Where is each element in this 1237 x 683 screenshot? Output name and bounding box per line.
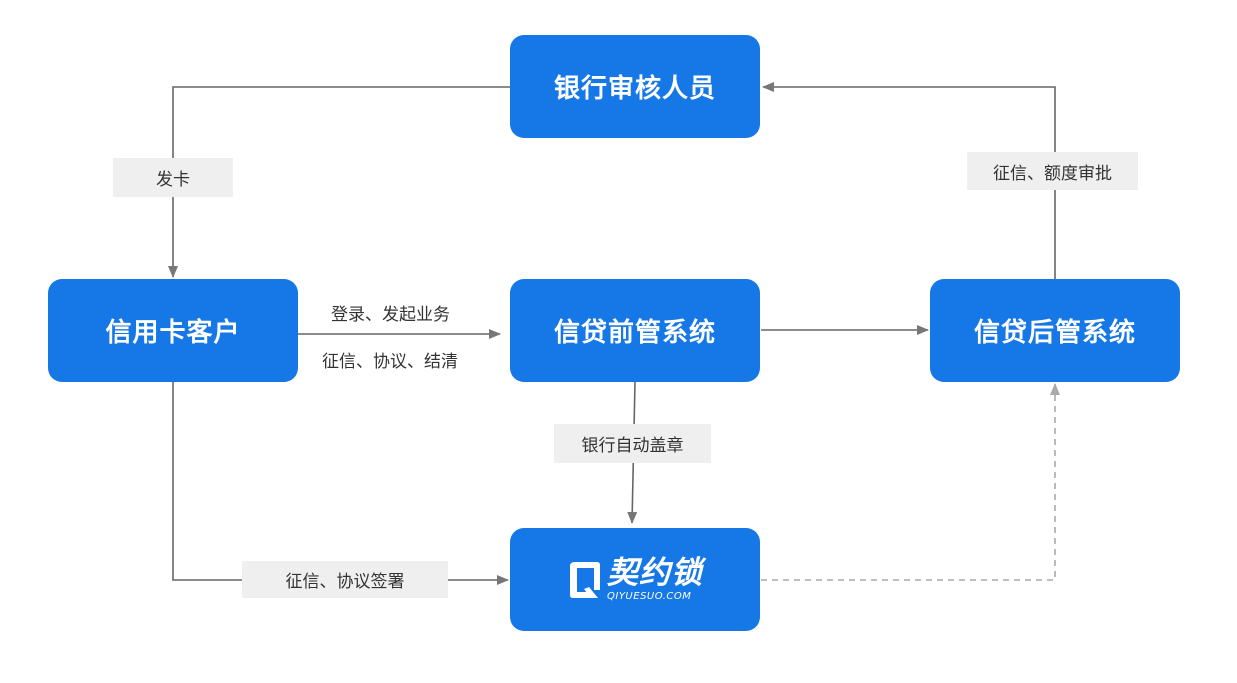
- node-label: 信贷前管系统: [553, 318, 716, 348]
- label-sign: 征信、协议签署: [242, 561, 448, 598]
- node-label: 银行审核人员: [553, 74, 716, 104]
- label-auto-seal: 银行自动盖章: [554, 424, 711, 463]
- label-issue-card: 发卡: [113, 158, 233, 197]
- label-approval: 征信、额度审批: [967, 152, 1138, 190]
- qiyuesuo-logo-icon: [570, 561, 600, 598]
- edge-issue-card: [168, 86, 510, 278]
- edge-sign: [172, 382, 509, 585]
- node-credit-customer: 信用卡客户: [48, 279, 298, 382]
- qiyuesuo-logo: 契约锁 QIYUESUO.COM: [567, 554, 703, 602]
- edge-approval: [762, 82, 1056, 279]
- logo-domain: QIYUESUO.COM: [607, 590, 692, 602]
- node-back-system: 信贷后管系统: [930, 279, 1180, 382]
- node-qiyuesuo: 契约锁 QIYUESUO.COM: [510, 528, 760, 631]
- logo-name: 契约锁: [607, 554, 703, 591]
- label-login: 登录、发起业务: [331, 305, 450, 325]
- node-label: 信用卡客户: [105, 318, 241, 348]
- node-bank-reviewer: 银行审核人员: [510, 35, 760, 138]
- node-front-system: 信贷前管系统: [510, 279, 760, 382]
- edge-dashed-sync: [761, 383, 1060, 581]
- label-agreement-settle: 征信、协议、结清: [322, 352, 458, 372]
- node-label: 信贷后管系统: [973, 318, 1136, 348]
